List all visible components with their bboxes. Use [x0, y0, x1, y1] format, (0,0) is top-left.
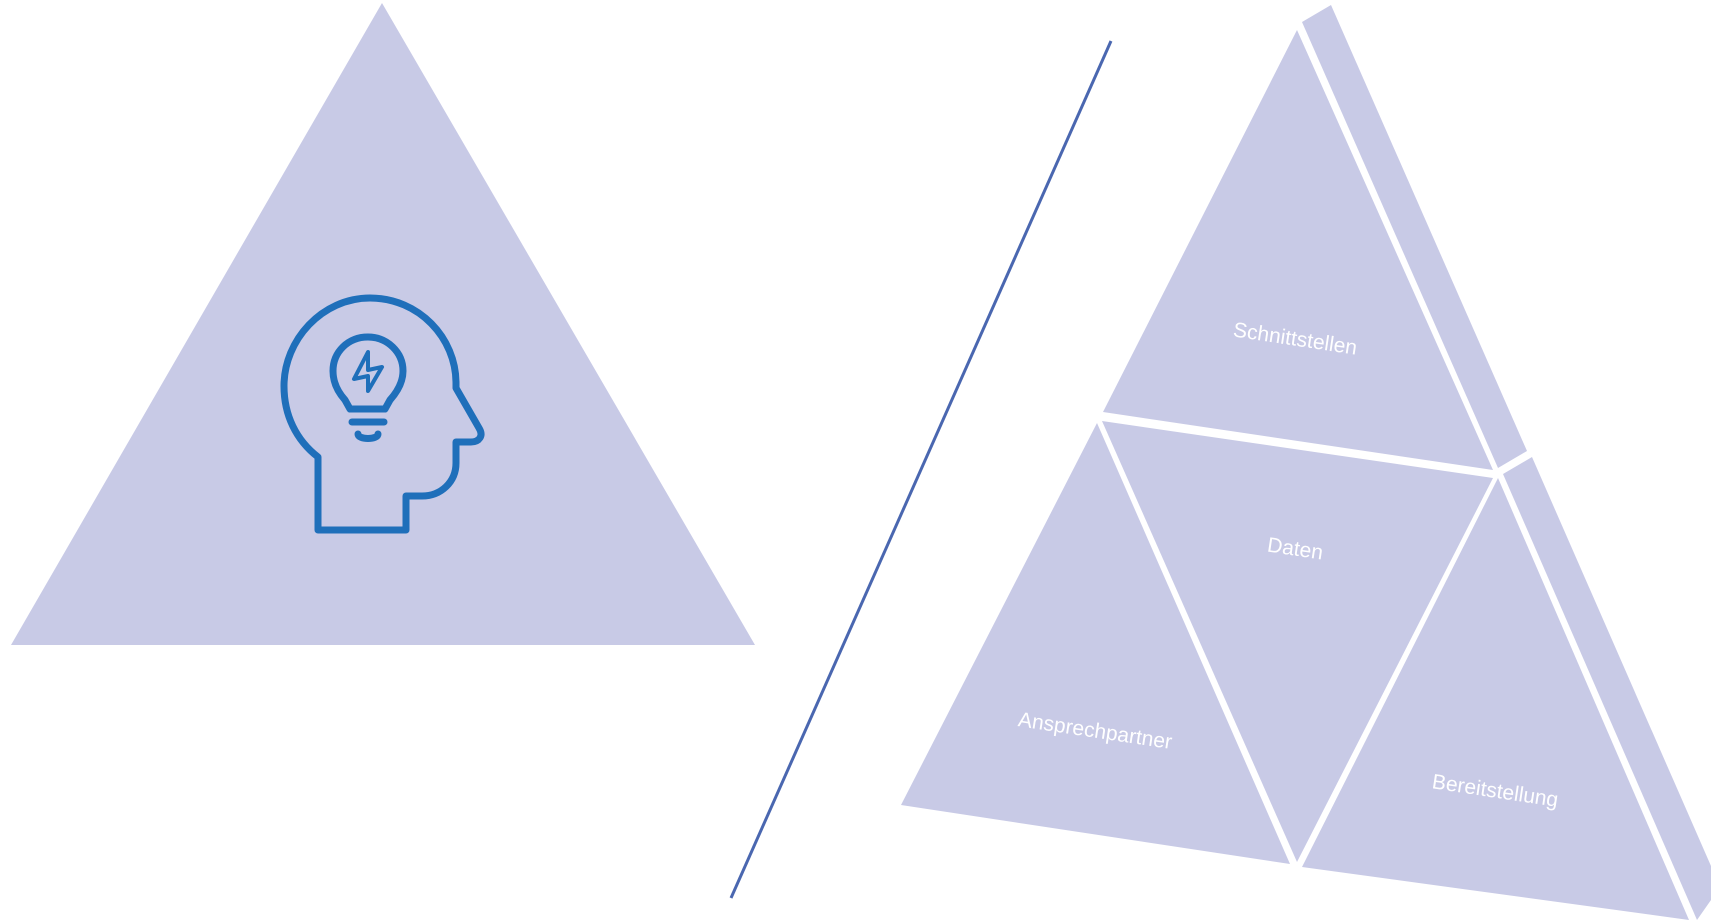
head-lightbulb-idea-icon — [280, 294, 485, 534]
segmented-pyramid: Schnittstellen Daten Ansprechpartner Ber… — [901, 5, 1711, 920]
segment-bottom-right — [1302, 478, 1689, 920]
pyramid-side-lower — [1503, 457, 1711, 920]
idea-triangle-group — [11, 3, 755, 645]
segment-center — [1102, 421, 1493, 862]
diagonal-divider-line — [729, 40, 1113, 899]
segment-bottom-left — [901, 423, 1290, 864]
segment-top — [1103, 30, 1493, 470]
pyramid-side-upper — [1302, 5, 1527, 468]
idea-triangle — [11, 3, 755, 645]
